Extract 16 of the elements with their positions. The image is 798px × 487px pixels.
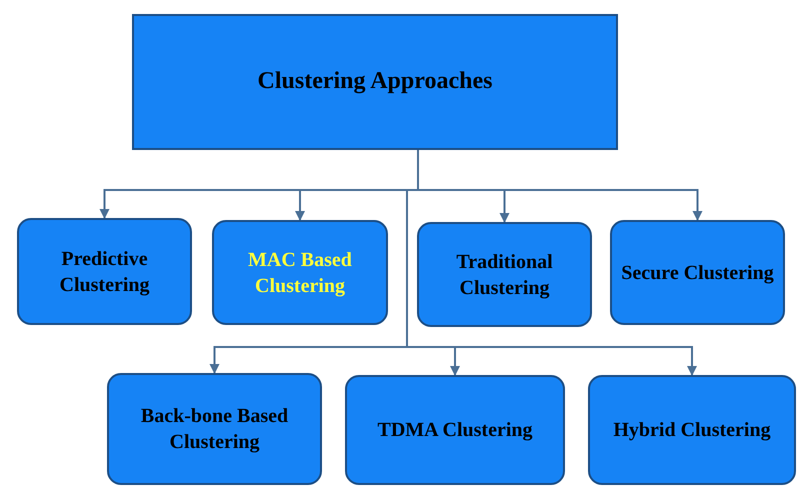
- box-label: MAC Based Clustering: [247, 248, 353, 298]
- box-label: Clustering Approaches: [258, 67, 492, 96]
- category-box: [212, 220, 388, 325]
- box-label: Predictive Clustering: [58, 246, 150, 298]
- category-box: [588, 375, 796, 485]
- box-label: Hybrid Clustering: [613, 418, 771, 443]
- category-box: [107, 373, 322, 485]
- box-label: TDMA Clustering: [378, 418, 532, 443]
- root-box: [132, 14, 618, 150]
- category-box: [17, 218, 192, 325]
- category-box: [417, 222, 592, 327]
- box-label: Secure Clustering: [621, 260, 774, 286]
- category-box: [345, 375, 565, 485]
- box-label: Back-bone Based Clustering: [140, 404, 290, 455]
- category-box: [610, 220, 785, 325]
- box-label: Traditional Clustering: [455, 250, 554, 300]
